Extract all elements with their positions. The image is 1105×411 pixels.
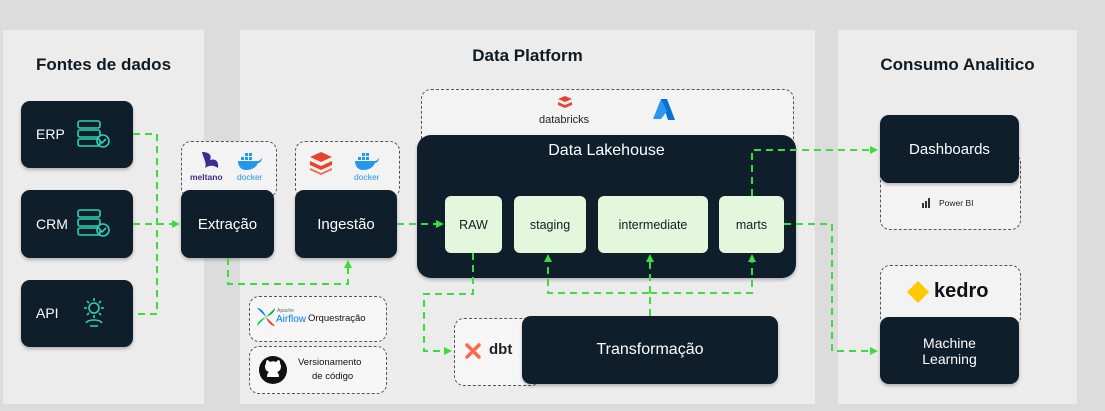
intermediate-label: intermediate	[618, 217, 688, 232]
crm-source[interactable]: CRM	[21, 190, 133, 258]
transformation-box[interactable]: Transformação	[522, 316, 778, 384]
api-gear-icon	[84, 298, 104, 327]
ml-line1: Machine	[923, 334, 976, 351]
api-source[interactable]: API	[21, 280, 133, 347]
meltano-label: meltano	[190, 172, 223, 182]
raw-label: RAW	[459, 217, 488, 232]
dashboards-label: Dashboards	[909, 140, 990, 158]
staging-label: staging	[529, 217, 571, 232]
powerbi-logo-icon	[922, 198, 930, 208]
raw-layer[interactable]: RAW	[445, 196, 502, 253]
erp-label: ERP	[36, 126, 65, 142]
marts-layer[interactable]: marts	[719, 196, 784, 253]
platform-title: Data Platform	[472, 46, 583, 65]
meltano-logo-icon	[202, 152, 219, 168]
consumption-title: Consumo Analitico	[880, 55, 1035, 74]
apache-label: Apache	[277, 308, 294, 314]
ingestion-tools-card: docker	[295, 141, 400, 198]
docker-label: docker	[237, 172, 263, 182]
stacked-layers-logo-icon	[310, 152, 332, 175]
github-icon	[259, 356, 287, 384]
machine-learning-box[interactable]: Machine Learning	[880, 317, 1019, 384]
extraction-tools-card: meltano docker	[181, 141, 277, 198]
powerbi-label: Power BI	[939, 198, 974, 208]
dbt-label: dbt	[489, 341, 513, 358]
databricks-logo-icon	[558, 96, 572, 108]
docker-whale-icon	[238, 153, 262, 170]
dashboards-box[interactable]: Dashboards	[880, 115, 1019, 183]
docker-whale-icon	[355, 153, 379, 170]
kedro-card: kedro	[880, 265, 1021, 327]
dbt-logo-icon	[465, 343, 481, 359]
orchestration-label: Orquestração	[308, 313, 366, 324]
marts-label: marts	[735, 217, 768, 232]
orchestration-card[interactable]: Apache Airflow Orquestração	[249, 296, 387, 342]
ml-line2: Learning	[922, 350, 977, 367]
airflow-label: Airflow	[276, 314, 307, 325]
sources-title: Fontes de dados	[35, 55, 172, 74]
ingestion-label: Ingestão	[317, 215, 375, 233]
staging-layer[interactable]: staging	[514, 196, 586, 253]
azure-logo-icon	[653, 99, 675, 120]
airflow-pinwheel-icon	[257, 308, 275, 326]
kedro-diamond-icon	[907, 281, 929, 303]
kedro-label: kedro	[934, 280, 989, 302]
databricks-label: databricks	[539, 114, 590, 126]
erp-source[interactable]: ERP	[21, 101, 133, 168]
versioning-line1: Versionamento	[298, 357, 362, 368]
extraction-label: Extração	[197, 215, 258, 233]
api-label: API	[36, 305, 59, 321]
intermediate-layer[interactable]: intermediate	[598, 196, 708, 253]
versioning-card[interactable]: Versionamento de código	[249, 346, 387, 394]
transformation-label: Transformação	[596, 341, 704, 358]
versioning-line2: de código	[312, 371, 354, 382]
crm-label: CRM	[36, 216, 68, 232]
lakehouse-title: Data Lakehouse	[548, 142, 665, 159]
extraction-box[interactable]: Extração	[181, 190, 274, 258]
database-check-icon	[77, 209, 110, 237]
ingestion-box[interactable]: Ingestão	[295, 190, 397, 258]
docker-label: docker	[354, 172, 380, 182]
database-check-icon	[77, 120, 110, 148]
